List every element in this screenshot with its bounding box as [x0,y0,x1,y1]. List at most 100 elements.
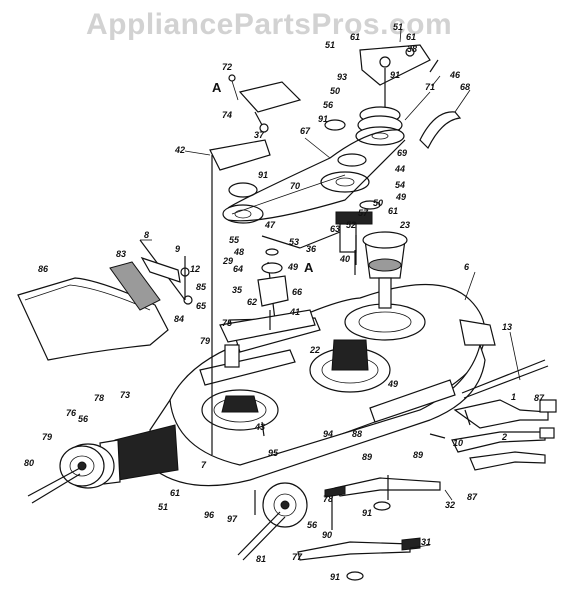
callout-label: 29 [222,256,233,266]
callout-label: 73 [120,390,130,400]
callout-label: 7 [201,460,207,470]
callout-label: 79 [200,336,210,346]
callout-label: 42 [174,145,185,155]
callout-label: 32 [445,500,455,510]
callout-label: 96 [204,510,215,520]
callout-label: 93 [337,72,347,82]
rear-wheel [237,482,308,561]
callout-label: 52 [346,220,356,230]
callout-label: 22 [309,345,320,355]
callout-label: 90 [322,530,332,540]
pivot-bracket [257,248,289,307]
callout-label: 83 [116,249,126,259]
leader-lines [140,29,521,549]
callout-label: 41 [289,307,300,317]
callout-label: 84 [174,314,184,324]
hanger-bracket [219,309,316,368]
drive-pulleys [320,106,405,225]
callout-label: 49 [395,192,406,202]
callout-label: 91 [258,170,268,180]
callout-label: 97 [227,514,238,524]
mower-deck [99,283,496,487]
callout-label: 55 [229,235,240,245]
callout-label: 56 [323,100,334,110]
blades [297,477,441,581]
callout-label: 81 [256,554,266,564]
callout-label: 72 [222,62,232,72]
callout-label: 74 [222,110,232,120]
watermark-text: AppliancePartsPros.com [86,8,452,41]
callout-label: 67 [300,126,311,136]
callout-label: 87 [534,393,545,403]
callout-label: 63 [330,224,340,234]
callout-label: 54 [395,180,405,190]
callout-label: 51 [325,40,335,50]
callout-label: 12 [190,264,200,274]
callout-label: A [304,260,314,275]
callout-label: 62 [247,297,257,307]
callout-label: 48 [233,247,244,257]
callout-label: 89 [413,450,423,460]
callout-label: 91 [330,572,340,582]
callout-label: 51 [158,502,168,512]
callout-label: 35 [232,285,243,295]
callout-label: A [212,80,222,95]
callout-label: 10 [453,438,463,448]
callout-label: 57 [358,208,369,218]
callout-label: 9 [175,244,180,254]
callout-label: 23 [399,220,410,230]
callout-label: 79 [42,432,52,442]
idler-bracket-top [359,44,439,110]
callout-label: 91 [318,114,328,124]
callout-label: 50 [373,198,383,208]
callout-label: 71 [425,82,435,92]
callout-label: 61 [350,32,360,42]
callout-label: 49 [287,262,298,272]
callout-label: 91 [390,70,400,80]
callout-label: 95 [268,448,279,458]
callout-label: 70 [290,181,300,191]
callout-label: 66 [292,287,303,297]
callout-labels: 51 61 51 61 38 72 93 91 46 50 71 68 A 74… [24,22,545,582]
callout-label: 68 [460,82,470,92]
front-wheel [27,443,115,504]
callout-label: 80 [24,458,34,468]
callout-label: 65 [196,301,207,311]
callout-label: 78 [323,494,333,504]
callout-label: 8 [144,230,149,240]
callout-label: 47 [264,220,276,230]
discharge-chute [17,239,193,361]
callout-label: 1 [511,392,516,402]
callout-label: 88 [352,429,362,439]
callout-label: 36 [306,244,317,254]
bolts [184,155,471,530]
callout-label: 46 [449,70,461,80]
callout-label: 75 [222,318,233,328]
callout-label: 89 [362,452,372,462]
bracket-a [228,74,302,133]
callout-label: 69 [397,148,407,158]
callout-label: 2 [501,432,507,442]
callout-label: 56 [307,520,318,530]
callout-label: 61 [388,206,398,216]
callout-label: 6 [464,262,470,272]
callout-label: 38 [407,44,417,54]
callout-label: 61 [406,32,416,42]
callout-label: 49 [387,379,398,389]
callout-label: 78 [94,393,104,403]
idler-pulley-left [209,139,271,224]
callout-label: 40 [339,254,350,264]
callout-label: 50 [330,86,340,96]
callout-label: 44 [394,164,405,174]
callout-label: 43 [254,422,265,432]
callout-label: 53 [289,237,299,247]
callout-label: 85 [196,282,207,292]
callout-label: 61 [170,488,180,498]
hitch-arms [451,359,557,471]
callout-label: 87 [467,492,478,502]
callout-label: 94 [323,429,333,439]
callout-label: 37 [254,130,265,140]
callout-label: 91 [362,508,372,518]
callout-label: 86 [38,264,49,274]
